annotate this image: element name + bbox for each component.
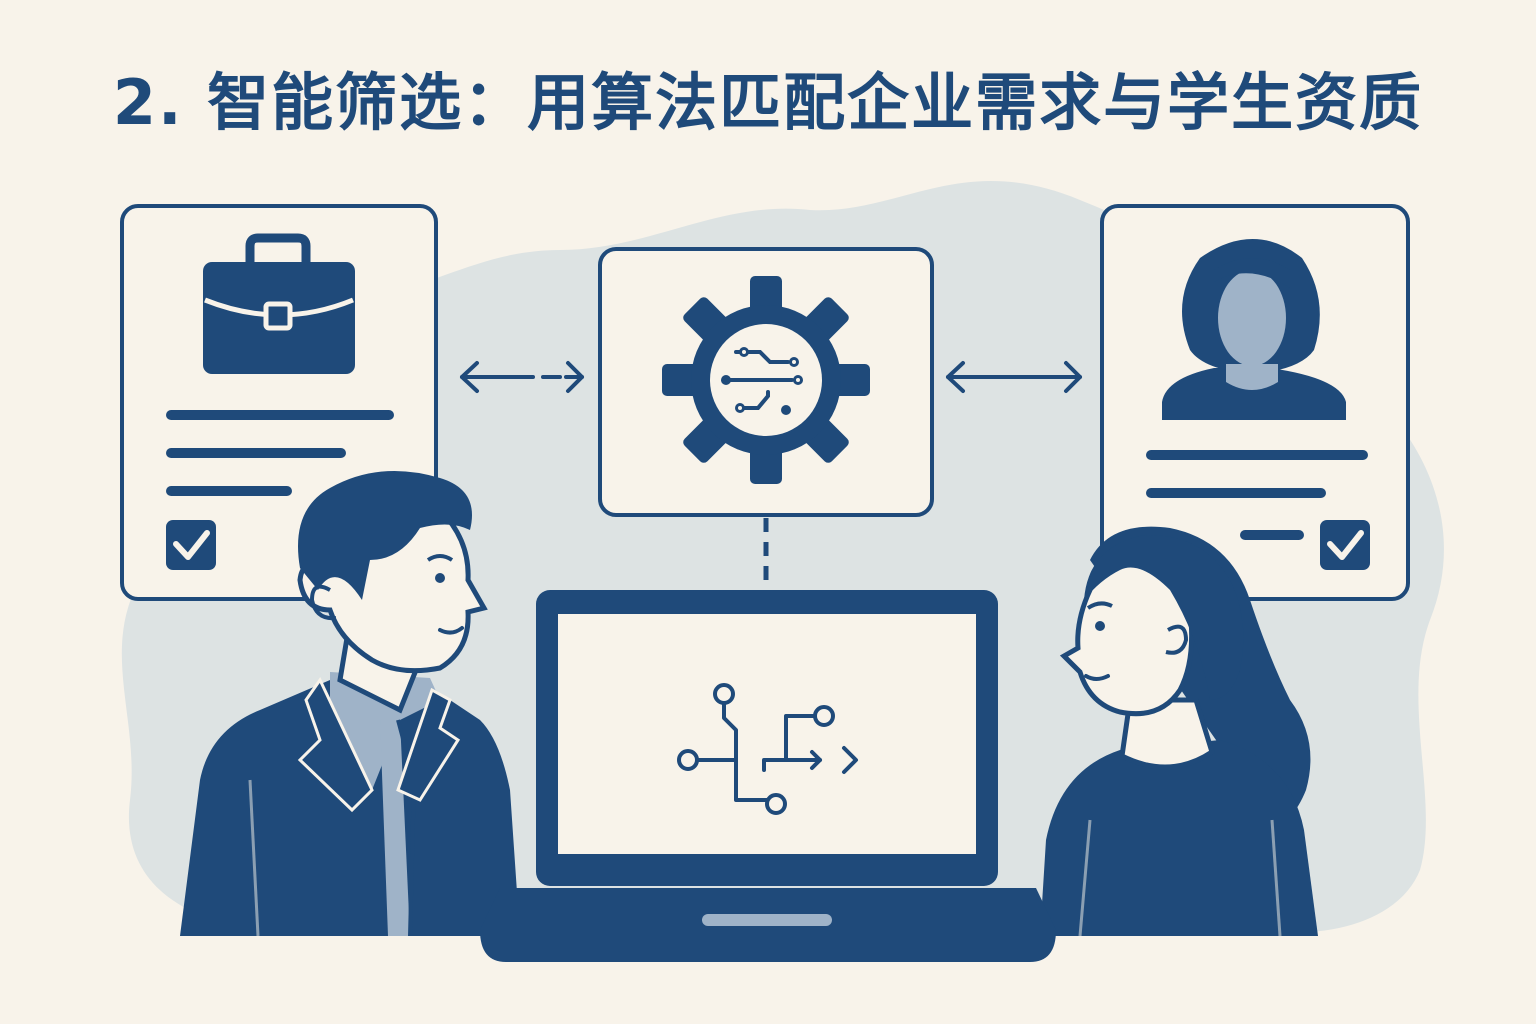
text-line xyxy=(166,448,346,458)
woman-figure xyxy=(1040,526,1318,937)
checkbox-checked-icon xyxy=(1320,520,1370,570)
text-line xyxy=(1146,488,1326,498)
laptop xyxy=(480,590,1056,962)
student-card xyxy=(1100,204,1410,601)
gear-circuit-icon xyxy=(662,276,870,484)
text-line xyxy=(1146,450,1368,460)
checkbox-checked-icon xyxy=(166,520,216,570)
right-double-arrow xyxy=(946,361,1082,393)
circuit-flow-icon xyxy=(677,683,858,815)
briefcase-icon xyxy=(203,233,355,374)
algorithm-card xyxy=(598,247,934,517)
text-line xyxy=(1240,530,1304,540)
female-avatar-icon xyxy=(1162,239,1346,420)
man-figure xyxy=(180,470,520,937)
page-title: 2. 智能筛选：用算法匹配企业需求与学生资质 xyxy=(112,66,1424,139)
text-line xyxy=(166,410,394,420)
left-double-arrow xyxy=(460,361,584,393)
text-line xyxy=(166,486,292,496)
